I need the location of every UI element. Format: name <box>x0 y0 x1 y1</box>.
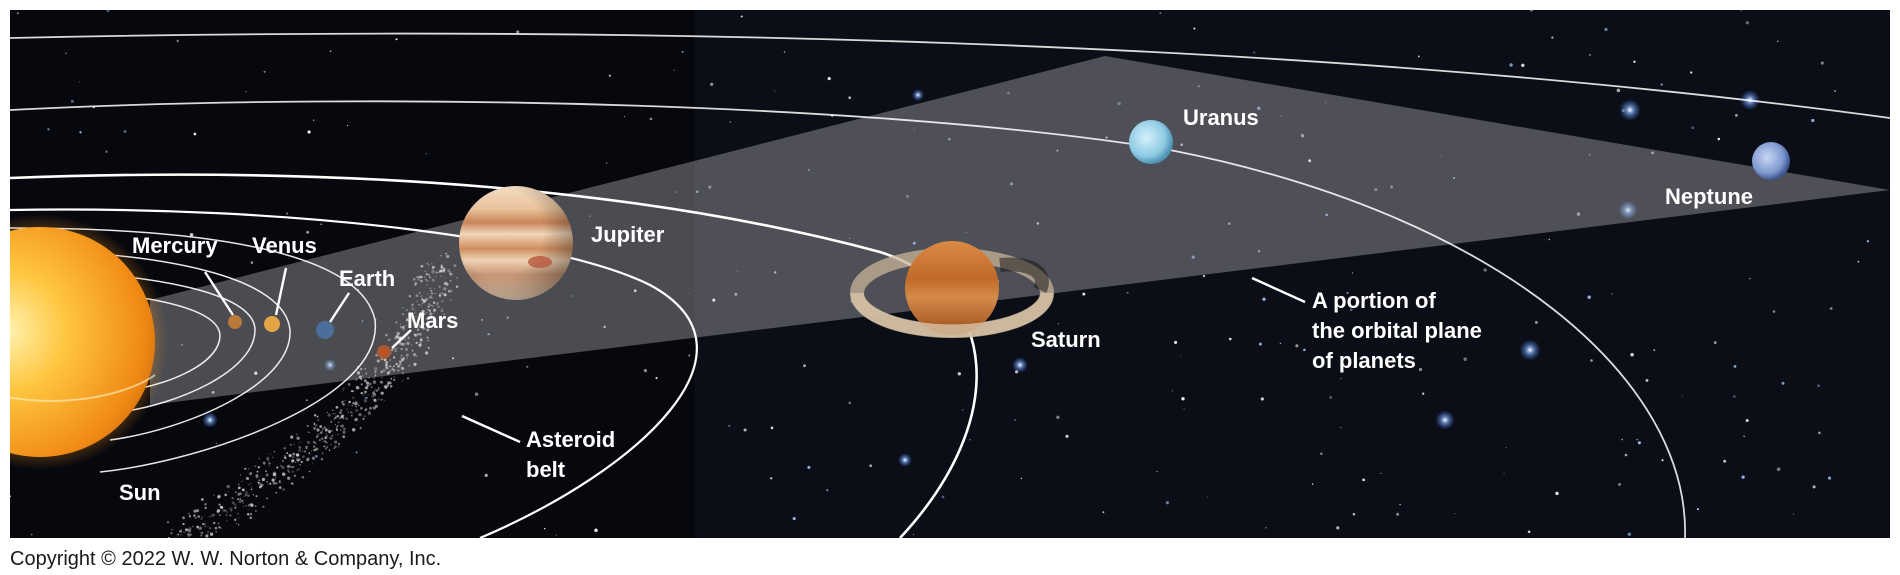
jupiter-planet <box>459 186 573 300</box>
label-jupiter: Jupiter <box>591 222 665 247</box>
mercury-leader <box>203 271 235 316</box>
label-mars: Mars <box>407 308 458 333</box>
orbital-plane-leader <box>1251 276 1306 304</box>
asteroid-leader <box>461 414 521 444</box>
label-orbital-plane-line2: the orbital plane <box>1312 318 1482 343</box>
label-orbital-plane-line3: of planets <box>1312 348 1416 373</box>
label-asteroid-belt-line2: belt <box>526 457 566 482</box>
mars-orbit <box>10 227 376 473</box>
neptune-orbit <box>10 32 1890 119</box>
label-sun: Sun <box>119 480 161 505</box>
label-earth: Earth <box>339 266 395 291</box>
sun <box>10 214 168 470</box>
jupiter-orbit <box>10 208 698 538</box>
label-asteroid-belt-line1: Asteroid <box>526 427 615 452</box>
label-venus: Venus <box>252 233 317 258</box>
venus-leader <box>274 267 288 316</box>
mars-leader <box>391 329 412 349</box>
label-neptune: Neptune <box>1665 184 1753 209</box>
mars-planet <box>377 345 391 359</box>
earth-leader <box>328 292 351 323</box>
mercury-planet <box>228 315 242 329</box>
labels: Mercury Venus Earth Mars Jupiter Saturn … <box>119 105 1753 505</box>
label-orbital-plane-line1: A portion of <box>1312 288 1436 313</box>
label-mercury: Mercury <box>132 233 218 258</box>
uranus-planet <box>1129 120 1173 164</box>
copyright-notice: Copyright © 2022 W. W. Norton & Company,… <box>10 548 442 570</box>
label-saturn: Saturn <box>1031 327 1101 352</box>
neptune-planet <box>1752 142 1790 180</box>
uranus-orbit <box>10 100 1686 538</box>
saturn-planet <box>850 241 1054 338</box>
earth-planet <box>316 321 334 339</box>
orbital-plane <box>150 56 1890 405</box>
asteroid-belt <box>167 252 459 538</box>
venus-planet <box>264 316 280 332</box>
label-uranus: Uranus <box>1183 105 1259 130</box>
saturn-orbit <box>10 173 978 538</box>
star-field <box>10 10 1870 536</box>
orbits <box>10 32 1890 538</box>
leader-lines <box>203 267 1306 444</box>
